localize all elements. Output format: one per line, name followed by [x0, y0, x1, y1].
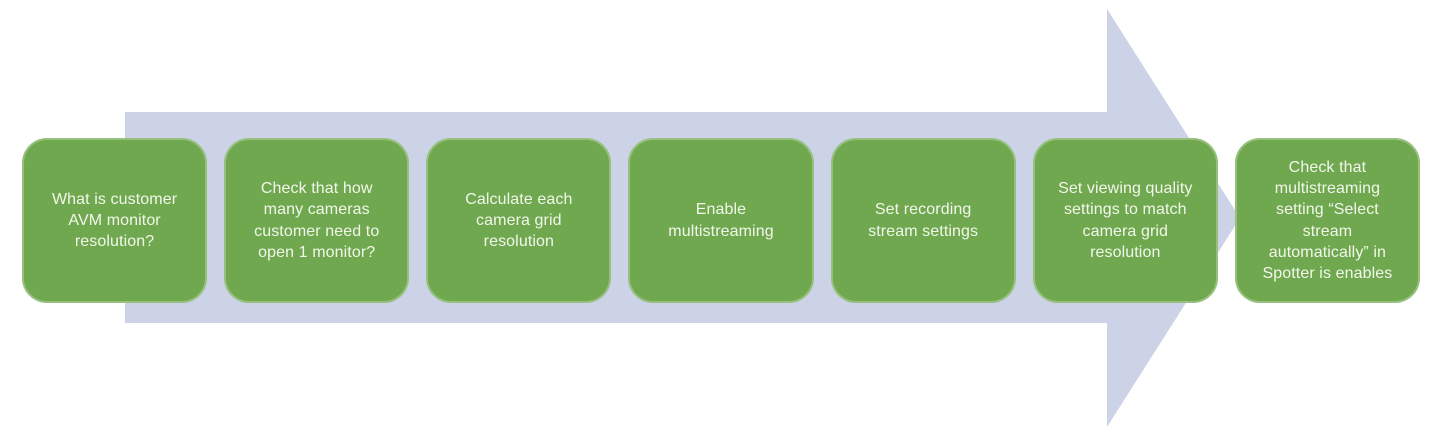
process-step-6-label: Set viewing quality settings to match ca… [1058, 180, 1193, 261]
process-step-4-label: Enable multistreaming [668, 201, 774, 240]
steps-row: What is customer AVM monitor resolution?… [22, 138, 1420, 303]
process-step-3: Calculate each camera grid resolution [426, 138, 612, 303]
process-step-7: Check that multistreaming setting “Selec… [1234, 138, 1420, 303]
process-step-5-label: Set recording stream settings [868, 201, 979, 240]
process-step-5: Set recording stream settings [830, 138, 1016, 303]
process-step-2-label: Check that how many cameras customer nee… [254, 180, 380, 261]
process-step-3-label: Calculate each camera grid resolution [465, 190, 573, 251]
process-step-2: Check that how many cameras customer nee… [224, 138, 410, 303]
process-step-1-label: What is customer AVM monitor resolution? [51, 190, 178, 251]
process-step-6: Set viewing quality settings to match ca… [1032, 138, 1218, 303]
process-step-7-label: Check that multistreaming setting “Selec… [1262, 159, 1393, 282]
process-step-4: Enable multistreaming [628, 138, 814, 303]
process-step-1: What is customer AVM monitor resolution? [22, 138, 208, 303]
